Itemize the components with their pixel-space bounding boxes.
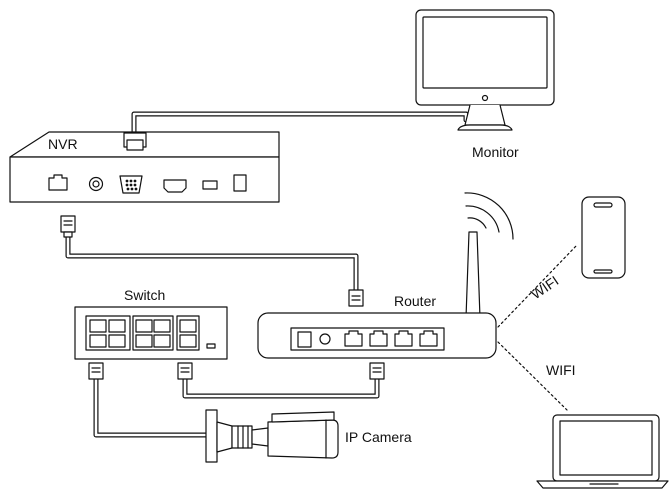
ethernet-cable-switch-camera [93, 375, 213, 438]
switch-label: Switch [124, 287, 166, 303]
ethernet-cable-nvr-router [65, 233, 359, 293]
nvr-device-icon [9, 131, 280, 203]
monitor-icon [415, 9, 555, 131]
wifi-signal-icon [464, 192, 514, 240]
router-antenna [465, 231, 481, 319]
rj45-plug-switch-left [88, 362, 104, 380]
smartphone-icon [581, 196, 626, 279]
rj45-plug-nvr [60, 215, 76, 238]
rj45-plug-router-bottom [369, 362, 385, 380]
router-label: Router [394, 293, 437, 309]
rj45-plug-router [348, 289, 364, 307]
monitor-label: Monitor [472, 144, 519, 160]
nvr-label: NVR [48, 136, 78, 152]
hdmi-cable-nvr-monitor [131, 111, 469, 136]
wifi-link-lines [497, 244, 578, 411]
rj45-plug-switch-right [177, 362, 193, 380]
laptop-icon [536, 414, 669, 489]
ip-camera-icon [205, 409, 339, 463]
router-device-icon [257, 312, 497, 359]
ip-camera-label: IP Camera [345, 429, 412, 445]
ethernet-cable-switch-router [182, 375, 380, 399]
switch-device-icon [74, 306, 228, 360]
wifi-laptop-label: WIFI [546, 362, 576, 378]
